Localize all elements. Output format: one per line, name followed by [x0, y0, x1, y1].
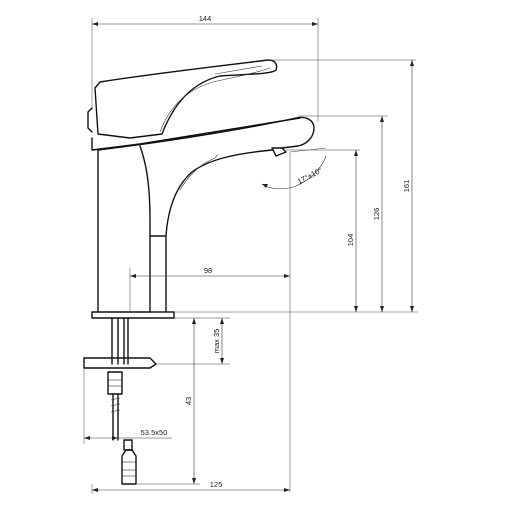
dim-outlet-height: 104 [346, 234, 355, 247]
dim-overall-width: 144 [199, 14, 212, 23]
dim-total-height: 161 [402, 180, 411, 193]
dim-washer-size: 53.5x50 [141, 428, 168, 437]
faucet-body [87, 59, 315, 319]
mounting-shank [83, 317, 157, 485]
dim-total-shank: 125 [210, 480, 223, 489]
dim-spout-height: 126 [372, 208, 381, 221]
dimension-labels: 144 161 126 104 17°±10° 98 max 35 43 53.… [141, 14, 411, 489]
dim-max-thickness: max 35 [212, 329, 221, 354]
dim-swivel-angle: 17°±10° [296, 166, 324, 187]
dim-shank-length: 43 [184, 397, 193, 405]
dimension-lines [83, 18, 418, 494]
dim-spout-reach: 98 [204, 266, 212, 275]
